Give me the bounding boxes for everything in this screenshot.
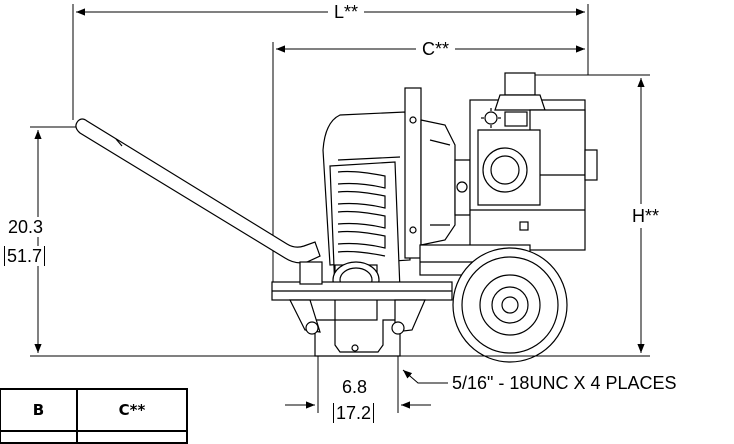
mounting-note-leader [402,369,448,384]
mounting-note: 5/16" - 18UNC X 4 PLACES [452,373,677,393]
spec-table-header-c: C** [76,388,188,432]
fuel-cap [504,72,536,96]
spec-table-cell [76,430,188,444]
side-height-bracket-value: 51.7 [4,246,46,266]
base-width-bracket-value: 17.2 [333,403,375,423]
spec-table-row [0,430,188,444]
base-width-value: 6.8 [342,377,368,397]
volute-ribs [337,170,386,257]
engine [469,72,598,251]
length-label: L** [328,2,365,22]
spec-table: B C** [0,388,188,444]
choke-icon [481,108,501,128]
spec-table-header-b: B [0,388,78,432]
base-foot [314,319,401,357]
side-height-bracket: 51.7 [4,246,46,266]
pump-body [271,111,453,357]
handle [75,118,321,264]
side-height-value: 20.3 [8,217,44,237]
spec-table-cell [0,430,78,444]
pump-dimension-drawing [30,4,650,413]
wheel-assembly [419,244,568,363]
height-label: H** [630,204,662,228]
c-label: C** [416,39,456,59]
seal-plate [404,87,471,259]
base-width-bracket: 17.2 [333,403,375,423]
spec-table-header-row: B C** [0,388,188,432]
